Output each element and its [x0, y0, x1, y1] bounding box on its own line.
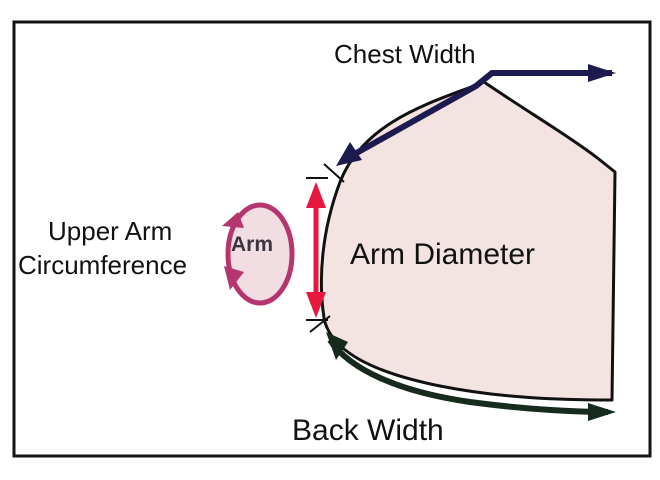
arm-circumference-ring [225, 202, 295, 306]
arm-diameter-label: Arm Diameter [350, 238, 535, 271]
chest-width-arrow [342, 70, 612, 163]
upper-arm-label-line1: Upper Arm [48, 216, 172, 246]
back-width-label: Back Width [292, 414, 444, 447]
diameter-arrowhead-top [306, 182, 326, 208]
armhole-tick-top [323, 163, 345, 183]
back-arrowhead-left [326, 332, 348, 360]
circumference-arrowhead-top [222, 212, 244, 228]
back-width-arrow [327, 338, 609, 415]
circumference-arrowhead-bottom [224, 266, 244, 290]
upper-arm-label-line2: Circumference [18, 250, 187, 280]
diameter-arrowhead-bottom [306, 292, 326, 318]
back-arrowhead-right [588, 403, 616, 421]
garment-shape [319, 80, 617, 402]
chest-arrowhead-left [336, 142, 362, 166]
arm-label: Arm [231, 233, 273, 256]
chest-arrowhead-right [588, 64, 616, 82]
armhole-tick-bottom [309, 315, 331, 333]
chest-width-label: Chest Width [334, 39, 476, 69]
